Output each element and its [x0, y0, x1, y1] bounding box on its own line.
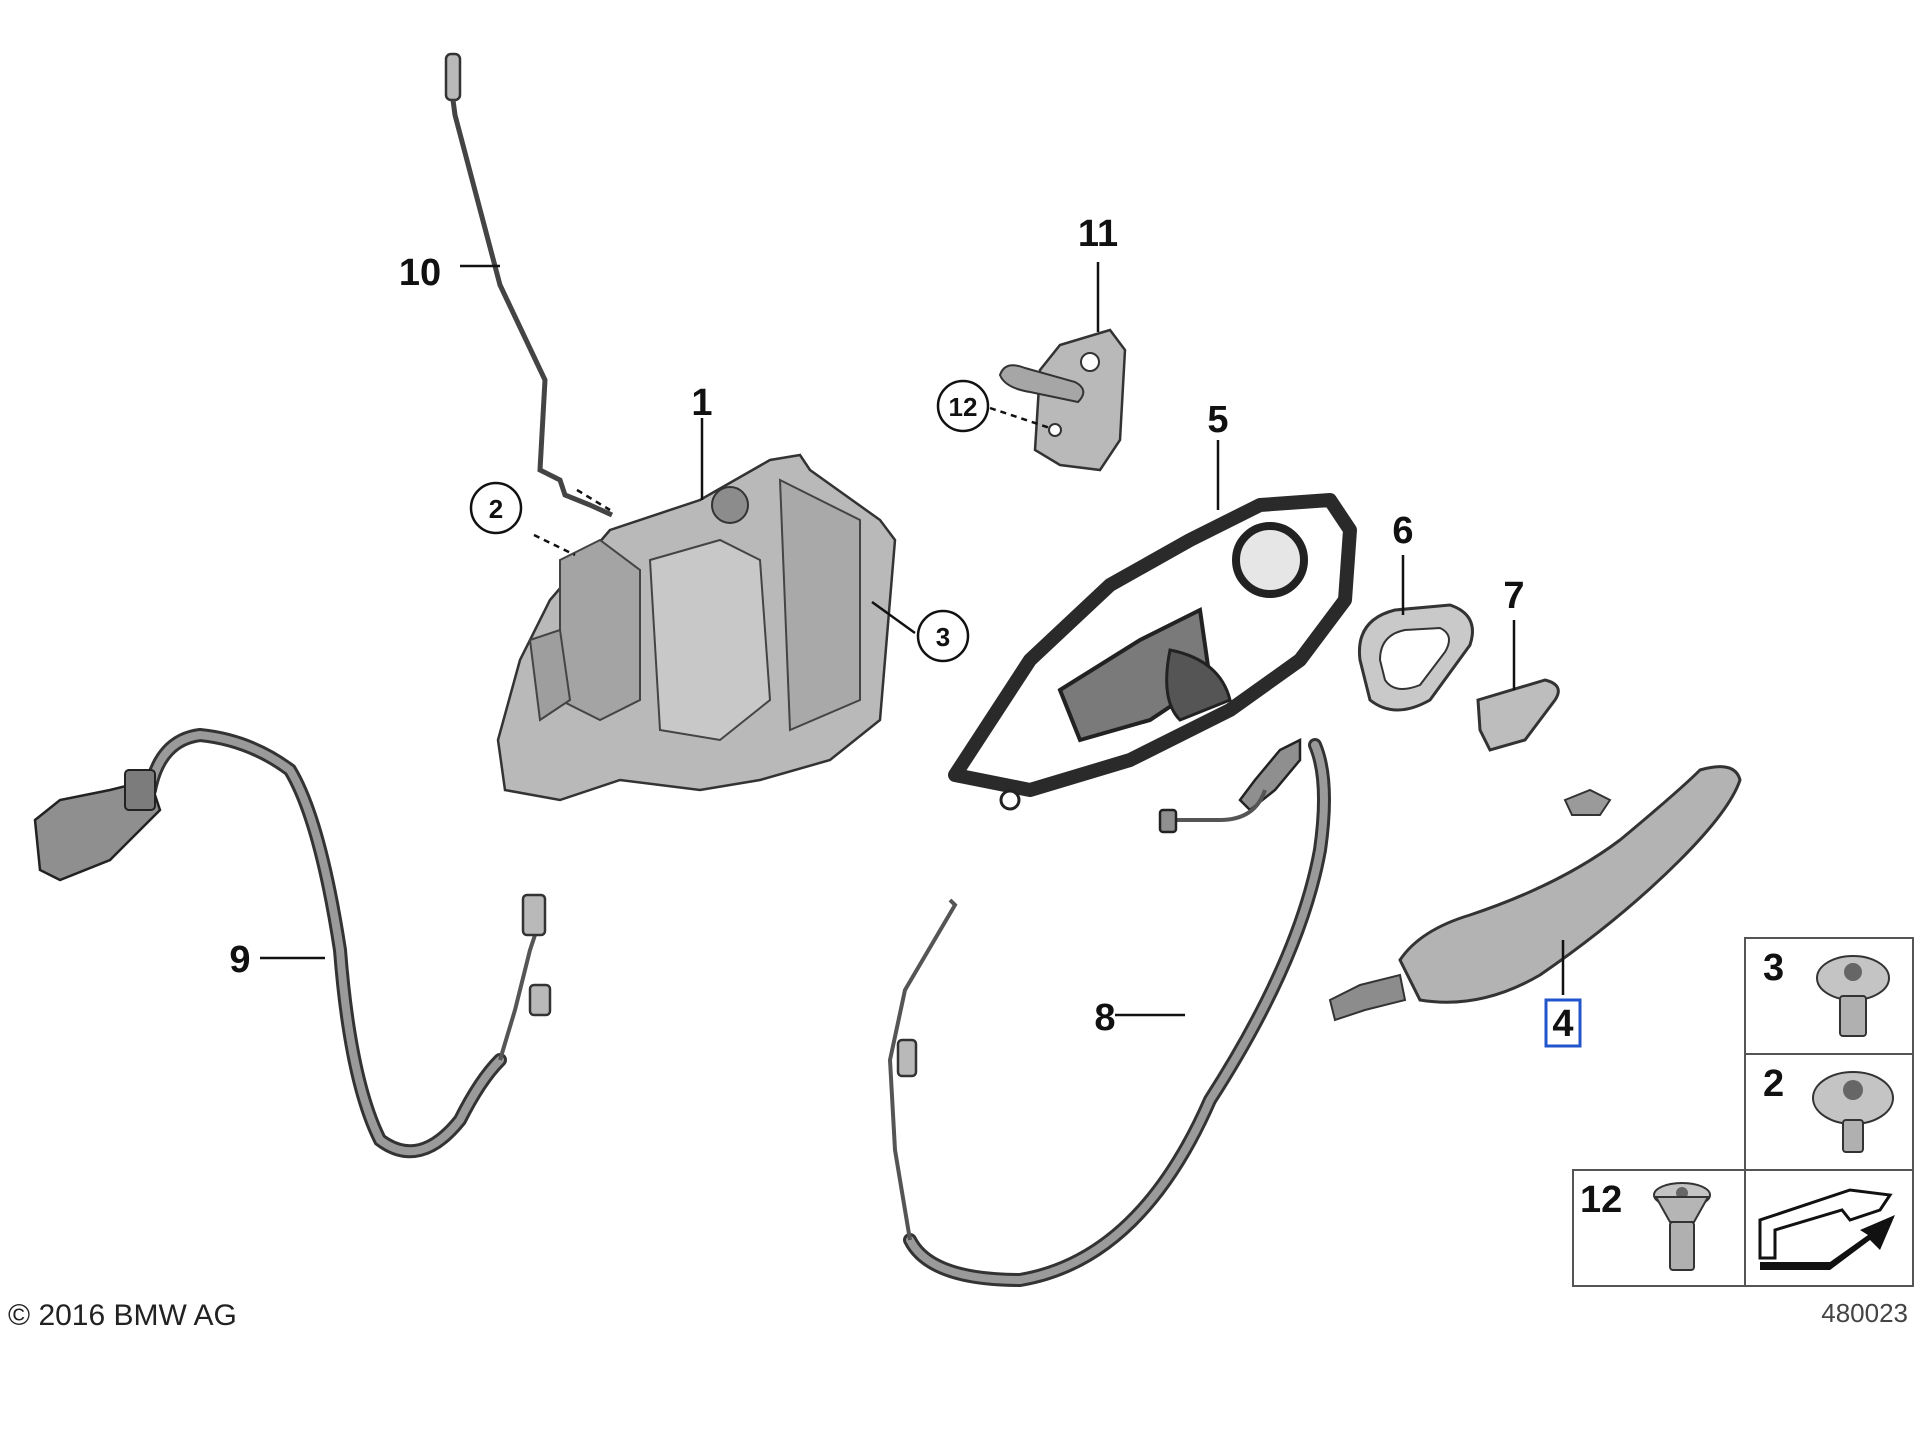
torx-screw-3-icon [1816, 955, 1890, 1037]
callout-3-circle [916, 609, 970, 663]
callout-8[interactable]: 8 [1094, 997, 1115, 1039]
callout-1[interactable]: 1 [691, 382, 712, 424]
callout-7[interactable]: 7 [1503, 575, 1524, 617]
callout-11[interactable]: 11 [1078, 213, 1118, 255]
leader-2 [533, 533, 576, 557]
part-5-handle-carrier[interactable] [948, 493, 1357, 811]
part-8-bowden-cable[interactable] [887, 737, 1331, 1288]
callout-12[interactable]: 12 [949, 392, 978, 422]
callout-9[interactable]: 9 [229, 939, 250, 981]
part-7-cover-cap[interactable] [1476, 678, 1560, 752]
callout-4[interactable]: 4 [1552, 1003, 1573, 1045]
orientation-arrow-icon [1758, 1188, 1895, 1270]
part-10-rod[interactable] [444, 52, 614, 518]
torx-screw-2-icon [1812, 1071, 1894, 1153]
diagram-number: 480023 [1821, 1298, 1908, 1328]
legend-label-3: 3 [1763, 947, 1784, 989]
callout-5[interactable]: 5 [1207, 399, 1228, 441]
callout-4-highlight [1544, 998, 1582, 1048]
countersunk-screw-12-icon [1653, 1182, 1711, 1271]
callout-12-circle [936, 379, 990, 433]
legend-label-2: 2 [1763, 1063, 1784, 1105]
part-9-bowden-cable[interactable] [33, 727, 552, 1159]
part-1-door-lock[interactable] [496, 453, 897, 802]
fastener-legend: 3 2 12 [1572, 937, 1914, 1287]
callout-6[interactable]: 6 [1392, 510, 1413, 552]
callout-10[interactable]: 10 [399, 252, 441, 294]
legend-cell-symbol [1744, 1169, 1914, 1287]
leader-3 [871, 600, 916, 635]
part-11-striker[interactable] [998, 328, 1127, 472]
part-6-gasket[interactable] [1357, 603, 1474, 712]
callout-3[interactable]: 3 [936, 622, 950, 652]
part-4-outer-handle[interactable] [1328, 765, 1742, 1022]
callout-2-circle [469, 481, 523, 535]
copyright-notice: © 2016 BMW AG [8, 1299, 237, 1332]
callout-2[interactable]: 2 [489, 494, 503, 524]
legend-label-12: 12 [1580, 1179, 1622, 1221]
